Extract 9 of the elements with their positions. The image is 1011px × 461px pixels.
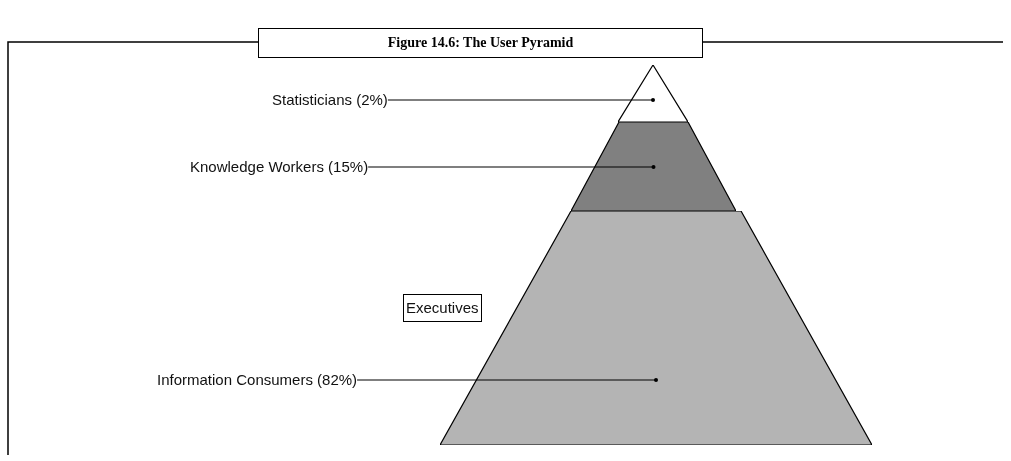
pyramid-top-section — [618, 65, 688, 122]
figure-title: Figure 14.6: The User Pyramid — [258, 28, 703, 58]
leader-line — [387, 98, 655, 102]
section-label: Knowledge Workers (15%) — [190, 158, 369, 176]
section-label: Information Consumers (82%) — [157, 371, 358, 389]
leader-line — [367, 165, 656, 169]
boxed-label: Executives — [406, 299, 479, 317]
section-label: Statisticians (2%) — [272, 91, 388, 109]
leader-line — [356, 378, 658, 382]
